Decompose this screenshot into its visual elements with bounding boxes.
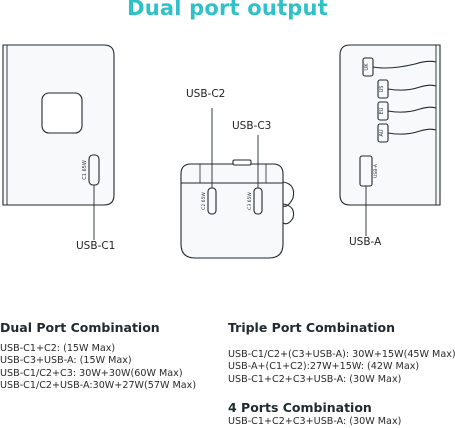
list-item: USB-A+(C1+C2):27W+15W: (42W Max) bbox=[228, 361, 420, 373]
callout-usb-c3: USB-C3 bbox=[232, 120, 272, 132]
callout-usb-c2: USB-C2 bbox=[186, 88, 226, 100]
dual-port-heading: Dual Port Combination bbox=[0, 320, 160, 335]
page-title: Dual port output bbox=[127, 0, 328, 20]
four-port-heading: 4 Ports Combination bbox=[228, 400, 372, 415]
four-port-list: USB-C1+C2+C3+USB-A: (30W Max) bbox=[228, 416, 401, 428]
device-diagram: C1 65W C2 65W C3 65W bbox=[2, 44, 441, 259]
plug-slider-us bbox=[377, 79, 437, 99]
prong-label-eu: EU bbox=[379, 107, 385, 114]
usb-c1-engraving: C1 65W bbox=[82, 160, 88, 180]
plug-slider-au bbox=[377, 123, 437, 143]
callout-usb-c1: USB-C1 bbox=[76, 240, 116, 252]
list-item: USB-C1/C2+C3: 30W+30W(60W Max) bbox=[0, 367, 183, 379]
list-item: USB-C1/C2+USB-A:30W+27W(57W Max) bbox=[0, 380, 197, 392]
right-device: UK US EU AU USB-A bbox=[339, 44, 441, 236]
plug-slider-uk bbox=[362, 57, 437, 77]
dual-port-list: USB-C1+C2: (15W Max) USB-C3+USB-A: (15W … bbox=[0, 343, 196, 393]
usb-c3-engraving: C3 65W bbox=[247, 192, 253, 210]
prong-label-au: AU bbox=[379, 129, 385, 136]
list-item: USB-C1+C2+C3+USB-A: (30W Max) bbox=[228, 416, 402, 427]
triple-port-list: USB-C1/C2+(C3+USB-A): 30W+15W(45W Max) U… bbox=[228, 349, 455, 386]
list-item: USB-C3+USB-A: (15W Max) bbox=[0, 355, 132, 367]
list-item: USB-C1+C2: (15W Max) bbox=[0, 343, 116, 354]
usb-c2-engraving: C2 65W bbox=[201, 192, 207, 210]
list-item: USB-C1/C2+(C3+USB-A): 30W+15W(45W Max) bbox=[228, 349, 455, 360]
list-item: USB-C1+C2+C3+USB-A: (30W Max) bbox=[228, 373, 402, 385]
left-device-button bbox=[41, 92, 83, 134]
left-device: C1 65W bbox=[2, 44, 115, 240]
center-device: C2 65W C3 65W bbox=[180, 108, 295, 259]
callout-usb-a: USB-A bbox=[349, 236, 382, 248]
triple-port-heading: Triple Port Combination bbox=[228, 320, 396, 335]
usb-a-engraving: USB-A bbox=[373, 163, 379, 178]
prong-label-us: US bbox=[379, 86, 385, 93]
prong-label-uk: UK bbox=[364, 63, 370, 71]
plug-slider-eu bbox=[377, 101, 437, 121]
